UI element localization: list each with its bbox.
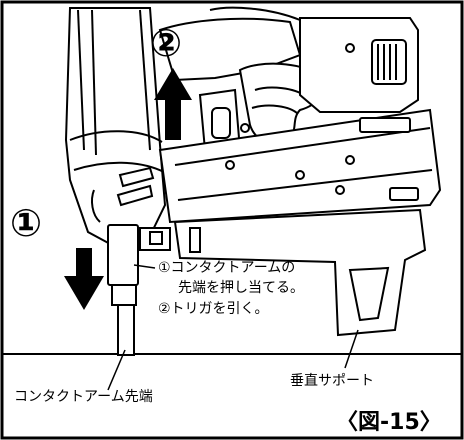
callout-line-2: 先端を押し当てる。	[178, 280, 304, 296]
leader-callout	[133, 264, 156, 269]
battery-housing	[299, 17, 419, 113]
nailer-body	[64, 7, 167, 247]
contact-arm-tip-label: コンタクトアーム先端	[14, 389, 153, 405]
leader-contact-arm	[107, 349, 126, 391]
figure-caption: 〈図-15〉	[336, 410, 442, 435]
callout-line-3: ②トリガを引く。	[158, 301, 269, 317]
arrow-down-icon	[64, 248, 104, 310]
step-1-marker: ①	[10, 201, 43, 245]
callout-line-1: ①コンタクトアームの	[158, 260, 296, 276]
vertical-support	[173, 208, 427, 337]
magazine-rail	[158, 108, 442, 224]
step-2-marker: ②	[150, 21, 183, 65]
arrow-up-icon	[154, 68, 192, 140]
leader-vertical-support	[344, 329, 359, 369]
vertical-support-label: 垂直サポート	[290, 373, 374, 389]
contact-arm	[107, 224, 171, 356]
